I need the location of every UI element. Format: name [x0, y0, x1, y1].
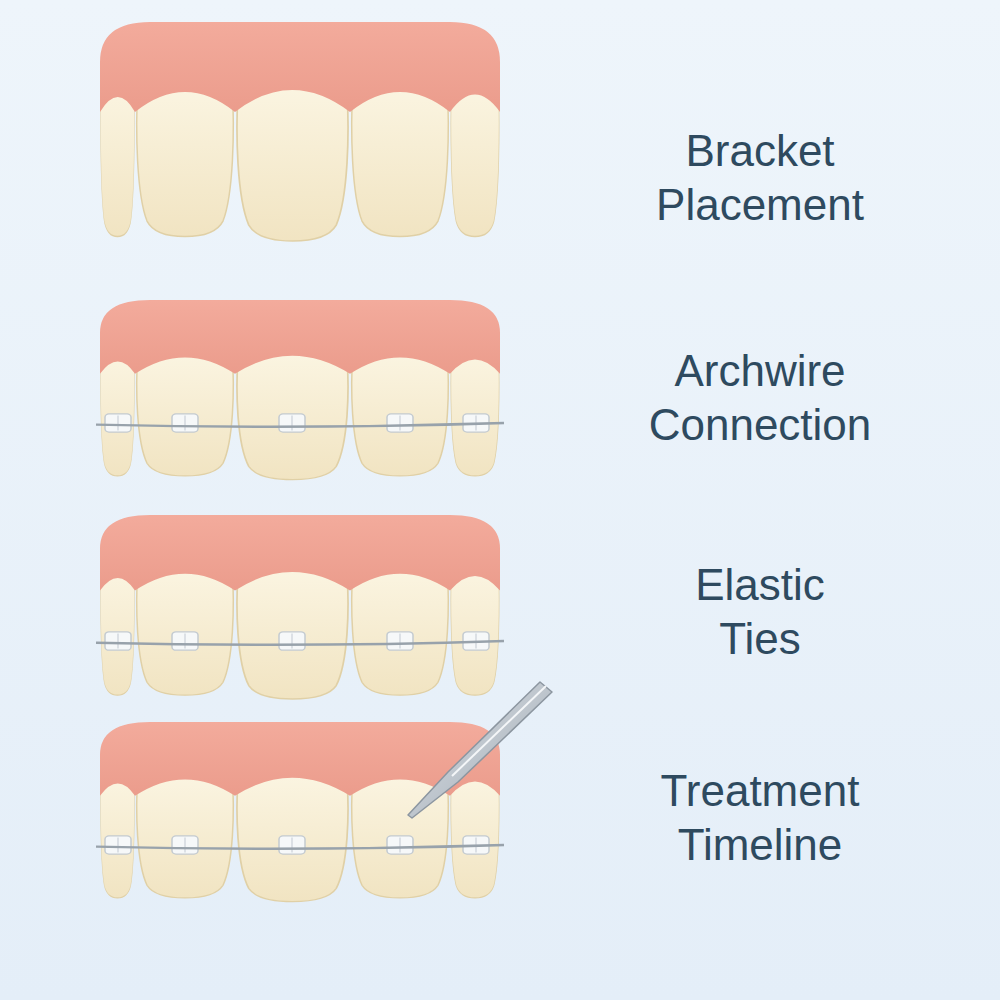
- step-label: Elastic Ties: [655, 558, 865, 665]
- step-label: Archwire Connection: [605, 344, 915, 451]
- step-label: Bracket Placement: [615, 124, 905, 231]
- step-label: Treatment Timeline: [625, 764, 895, 871]
